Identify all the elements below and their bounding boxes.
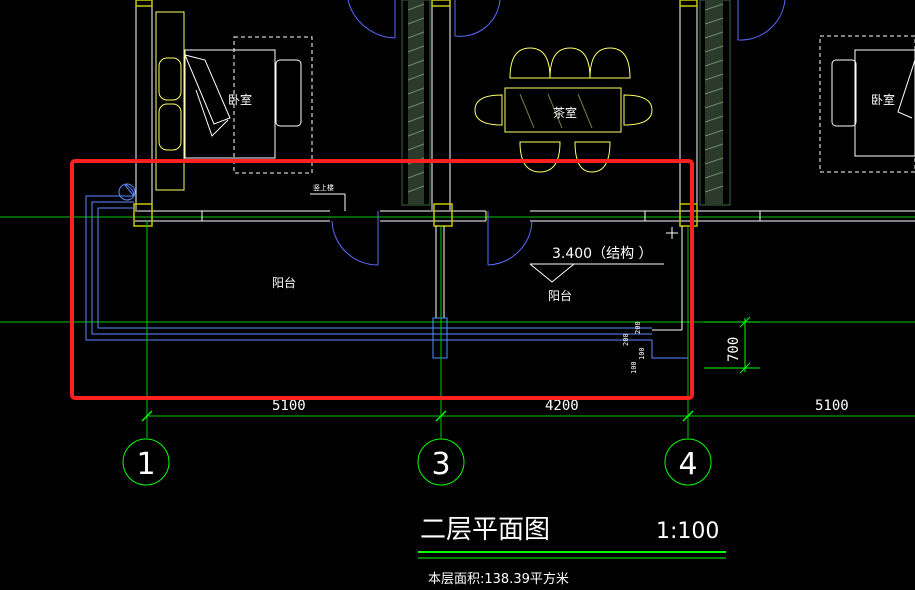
columns-balcony xyxy=(133,203,698,227)
hatch-wall-right xyxy=(699,0,731,206)
room-label-tea-room: 茶室 xyxy=(553,105,577,120)
elevation-label: 3.400（结构 ） xyxy=(552,246,653,262)
vertical-dimension-700 xyxy=(704,316,760,374)
small-tag-label: 竖上楼 xyxy=(313,183,334,192)
axis-label-4: 4 xyxy=(678,447,697,482)
room-label-balcony-right: 阳台 xyxy=(548,288,572,303)
small-dim-label: 100 xyxy=(638,347,646,360)
drawing-title: 二层平面图 xyxy=(420,515,550,545)
bedroom-left-furniture xyxy=(184,36,313,174)
axis-lines xyxy=(146,220,915,438)
upper-door-swings xyxy=(347,0,786,41)
balcony-door-swings xyxy=(331,211,533,266)
small-tag-leader xyxy=(310,193,346,211)
wardrobe-left xyxy=(155,11,185,191)
balcony-top-wall xyxy=(135,210,915,222)
area-note: 本层面积:138.39平方米 xyxy=(428,571,569,587)
elevation-symbol xyxy=(529,263,664,283)
room-label-balcony-left: 阳台 xyxy=(272,275,296,290)
small-dim-label: 200 xyxy=(634,321,642,334)
small-dim-label: 200 xyxy=(622,333,630,346)
dimension-label-5100-left: 5100 xyxy=(272,398,306,414)
axis-label-3: 3 xyxy=(431,447,450,482)
bedroom-right-furniture xyxy=(819,35,915,173)
mid-partition xyxy=(435,226,445,318)
dimension-ticks xyxy=(141,410,694,422)
axis-label-1: 1 xyxy=(136,447,155,482)
title-underline xyxy=(418,551,726,559)
small-dims: 200 100 100 200 xyxy=(622,321,646,374)
hatch-wall-left xyxy=(401,0,431,206)
cursor-crosshair xyxy=(666,227,678,239)
axis-bubbles xyxy=(122,438,712,486)
dim-700-label: 700 xyxy=(726,337,742,362)
balcony-railing xyxy=(85,183,688,359)
right-balcony-wall xyxy=(652,226,689,358)
dimension-label-4200: 4200 xyxy=(545,398,579,414)
horizontal-grid-lines xyxy=(0,216,915,323)
small-dim-label: 100 xyxy=(630,361,638,374)
tea-room-furniture xyxy=(474,47,653,173)
dimension-label-5100-right: 5100 xyxy=(815,398,849,414)
room-label-bedroom-right: 卧室 xyxy=(871,92,895,107)
selection-highlight xyxy=(70,159,694,400)
room-label-bedroom-left: 卧室 xyxy=(228,92,252,107)
mid-pier xyxy=(432,317,448,359)
drawing-scale: 1:100 xyxy=(656,519,719,544)
upper-walls xyxy=(135,0,698,210)
columns-top xyxy=(135,0,698,7)
